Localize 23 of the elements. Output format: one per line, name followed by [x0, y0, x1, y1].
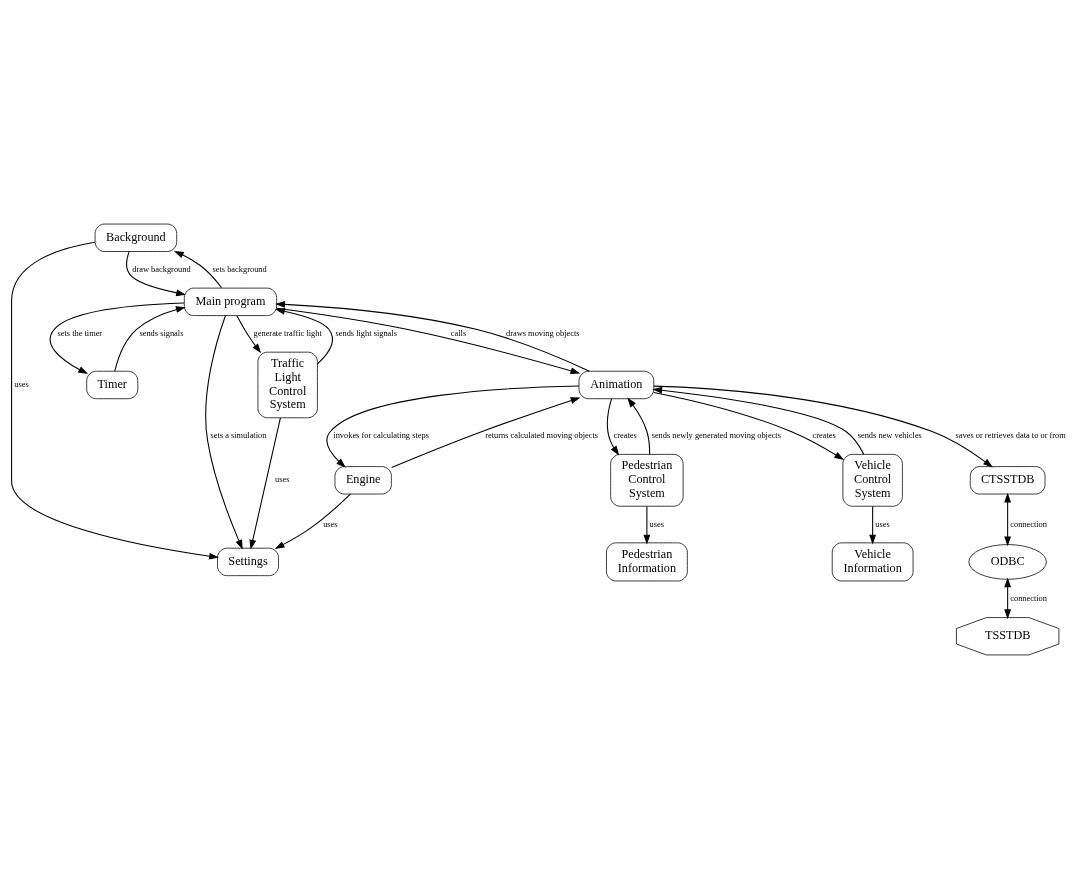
edge-label: creates	[613, 430, 637, 440]
edge-label: draw background	[132, 264, 191, 274]
edge-label: connection	[1010, 593, 1047, 603]
edge-label: uses	[323, 519, 338, 529]
edge-label: sets background	[212, 264, 267, 274]
edge-label: sends new vehicles	[857, 430, 922, 440]
edge-label: calls	[450, 328, 467, 338]
edge-label: creates	[812, 430, 836, 440]
edge-label: uses	[275, 474, 290, 484]
edge-label: saves or retrieves data to or from	[955, 430, 1066, 440]
edge-label: uses	[875, 519, 890, 529]
edge-label: generate traffic light	[253, 328, 322, 338]
edge-label: draws moving objects	[506, 328, 580, 338]
edge-label: returns calculated moving objects	[485, 430, 599, 440]
edge-label: sends light signals	[335, 328, 397, 338]
edge-label: sends newly generated moving objects	[651, 430, 781, 440]
edge-label: sets a simulation	[210, 430, 267, 440]
edge-label: uses	[14, 379, 29, 389]
edge-label: sets the timer	[57, 328, 103, 338]
edge-label: sends signals	[139, 328, 184, 338]
edge-label: invokes for calculating steps	[333, 430, 429, 440]
edge-label: uses	[649, 519, 665, 529]
edge-label: connection	[1010, 519, 1047, 529]
